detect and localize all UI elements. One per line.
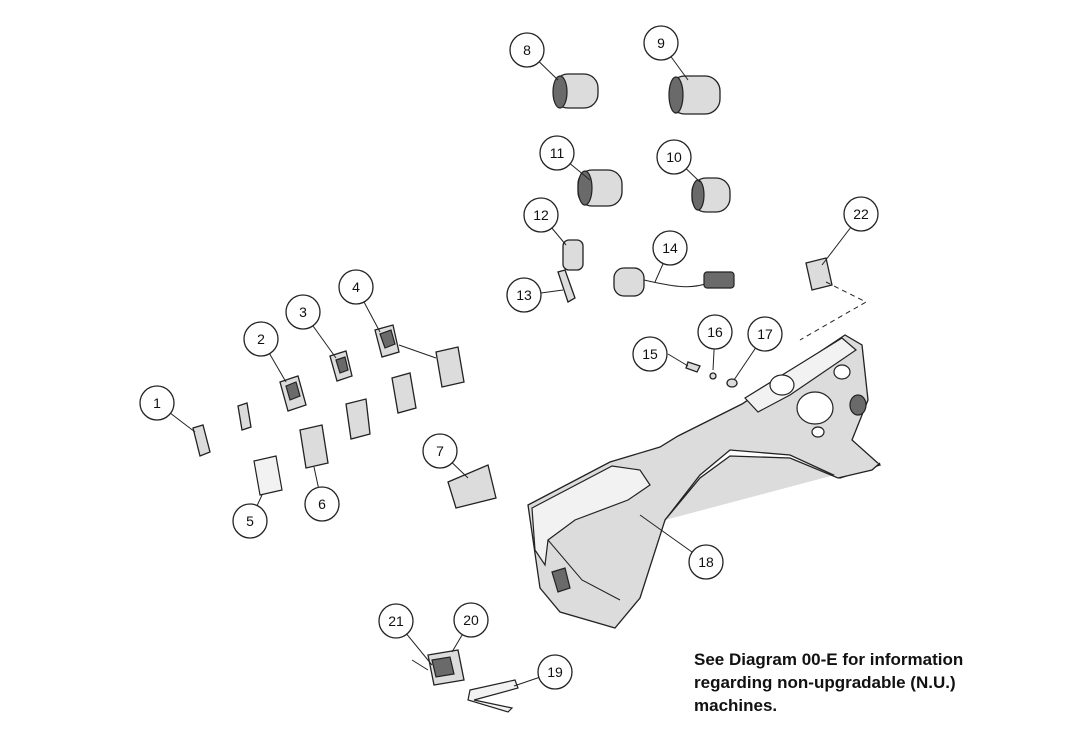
svg-text:15: 15	[642, 346, 658, 362]
part-6-connector	[299, 424, 329, 469]
callout-8: 8	[509, 32, 545, 68]
callout-9: 9	[643, 25, 679, 61]
part-connector-b	[391, 372, 417, 414]
callout-22: 22	[843, 196, 879, 232]
note-line-3: machines.	[694, 696, 778, 715]
callout-17: 17	[747, 316, 783, 352]
svg-text:12: 12	[533, 207, 549, 223]
ignition-key-assembly	[557, 239, 735, 303]
svg-text:18: 18	[698, 554, 714, 570]
part-13-key	[557, 269, 576, 303]
svg-text:5: 5	[246, 513, 254, 529]
callout-21: 21	[378, 603, 414, 639]
bottom-switch-assembly	[411, 649, 519, 713]
svg-text:10: 10	[666, 149, 682, 165]
part-clip-b	[237, 402, 252, 431]
svg-text:4: 4	[352, 279, 360, 295]
part-5-cap	[253, 455, 283, 496]
part-17-nut	[726, 378, 738, 388]
svg-text:7: 7	[436, 443, 444, 459]
callout-6: 6	[304, 486, 340, 522]
svg-text:20: 20	[463, 612, 479, 628]
rotary-switches	[552, 73, 731, 213]
callout-5: 5	[232, 503, 268, 539]
leader-lines	[156, 42, 862, 687]
svg-text:21: 21	[388, 613, 404, 629]
callout-19: 19	[537, 654, 573, 690]
switch-parts-group	[192, 324, 497, 509]
part-12-key-switch	[562, 239, 584, 271]
part-22-switch	[805, 257, 833, 291]
callout-3: 3	[285, 294, 321, 330]
callout-15: 15	[632, 336, 668, 372]
callout-14: 14	[652, 230, 688, 266]
part-16-washer	[709, 372, 717, 380]
svg-text:19: 19	[547, 664, 563, 680]
svg-text:1: 1	[153, 395, 161, 411]
callout-2: 2	[243, 321, 279, 357]
svg-text:2: 2	[257, 331, 265, 347]
callout-4: 4	[338, 269, 374, 305]
callout-20: 20	[453, 602, 489, 638]
part-connector-a	[435, 346, 465, 388]
part-7-plate	[447, 464, 497, 509]
callout-18: 18	[688, 544, 724, 580]
part-14-switch-body	[613, 267, 645, 297]
callout-12: 12	[523, 197, 559, 233]
control-panel-housing	[527, 334, 882, 629]
diagram-reference-note: See Diagram 00-E for information regardi…	[694, 648, 1054, 717]
callout-10: 10	[656, 139, 692, 175]
callout-1: 1	[139, 385, 175, 421]
svg-text:14: 14	[662, 240, 678, 256]
svg-text:6: 6	[318, 496, 326, 512]
svg-text:9: 9	[657, 35, 665, 51]
part-15-screw	[685, 361, 701, 373]
small-hardware	[685, 257, 868, 388]
part-19-bracket	[467, 679, 519, 713]
svg-text:13: 13	[516, 287, 532, 303]
part-1-clip	[192, 424, 211, 457]
callout-11: 11	[539, 135, 575, 171]
svg-text:11: 11	[550, 145, 565, 161]
note-line-2: regarding non-upgradable (N.U.)	[694, 673, 956, 692]
svg-text:3: 3	[299, 304, 307, 320]
svg-text:22: 22	[853, 206, 869, 222]
svg-text:8: 8	[523, 42, 531, 58]
callout-13: 13	[506, 277, 542, 313]
svg-text:17: 17	[757, 326, 773, 342]
callout-16: 16	[697, 314, 733, 350]
svg-text:16: 16	[707, 324, 723, 340]
callout-7: 7	[422, 433, 458, 469]
part-connector-c	[345, 398, 371, 440]
note-line-1: See Diagram 00-E for information	[694, 650, 964, 669]
